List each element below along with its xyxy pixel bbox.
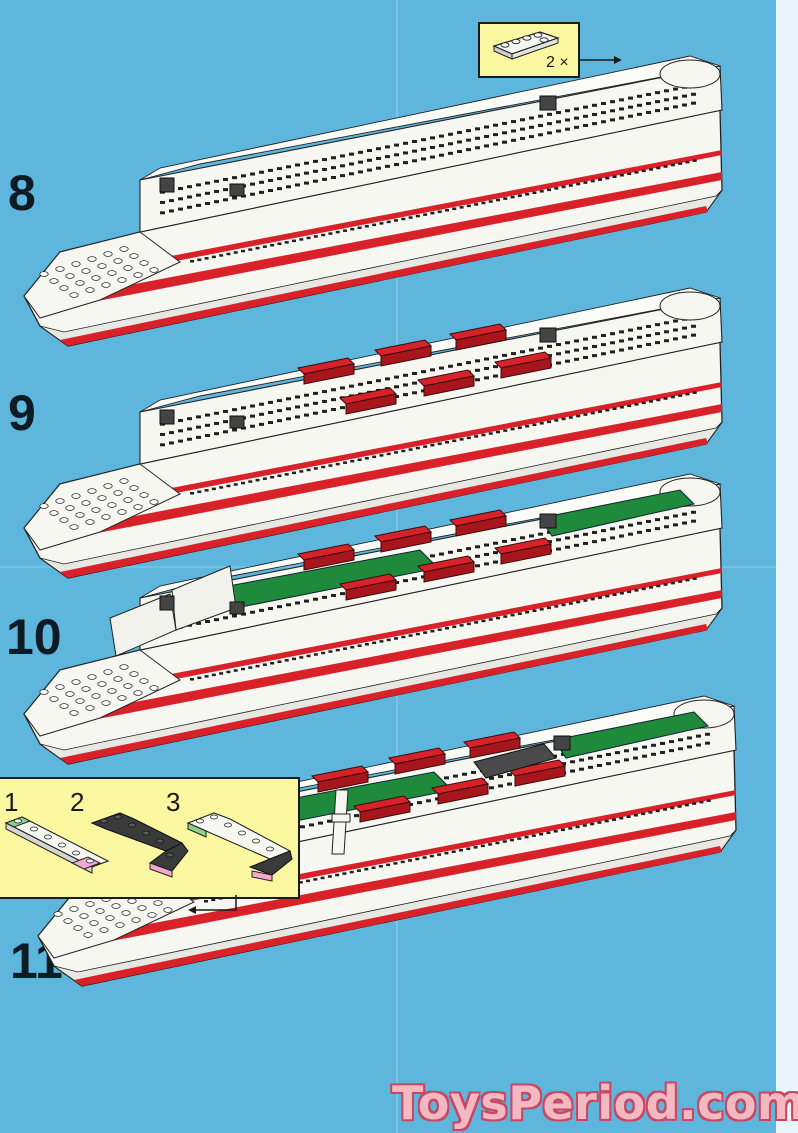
callout-plate-2x: 2 × (478, 22, 580, 78)
callout-sub-assembly: 1 2 3 (0, 777, 300, 899)
page-edge (776, 0, 798, 1133)
sub-piece-3 (186, 812, 293, 882)
step-number-9: 9 (8, 385, 36, 441)
plate-piece-icon (492, 31, 560, 60)
bow-studs (39, 246, 159, 298)
bow-studs (39, 478, 159, 530)
sub-step-2: 2 (70, 787, 85, 817)
bow-studs (39, 664, 159, 716)
sub-assembly-pieces (4, 812, 293, 882)
window-rows (160, 83, 697, 263)
sub-piece-2 (90, 812, 189, 878)
sub-piece-1 (4, 816, 110, 874)
sub-step-1: 1 (4, 787, 19, 817)
ship-step-8 (23, 55, 723, 347)
callout-quantity: 2 × (546, 54, 569, 71)
ship-step-9 (23, 287, 723, 579)
step-number-10: 10 (6, 609, 62, 665)
ship-step-10 (23, 473, 723, 765)
sub-step-3: 3 (166, 787, 181, 817)
bow-studs (53, 886, 173, 938)
watermark-text: ToysPeriod.com (392, 1076, 798, 1130)
step-number-8: 8 (8, 165, 36, 221)
